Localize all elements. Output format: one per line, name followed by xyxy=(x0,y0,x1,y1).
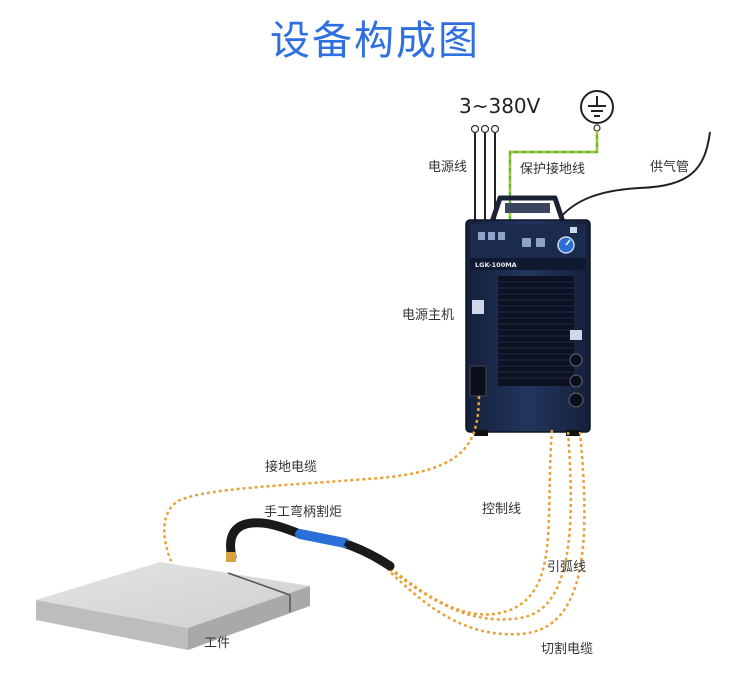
page-title: 设备构成图 xyxy=(270,18,480,64)
power-unit: LGK-100MA xyxy=(465,219,591,436)
label-power-unit: 电源主机 xyxy=(402,308,455,323)
label-cutting-cable: 切割电缆 xyxy=(541,642,594,657)
control-line xyxy=(387,429,554,616)
cutting-cable-line xyxy=(387,431,586,636)
label-ground-cable: 接地电缆 xyxy=(265,460,318,475)
label-torch: 手工弯柄割炬 xyxy=(264,505,343,520)
label-gas-supply: 供气管 xyxy=(650,160,690,175)
ground-cable xyxy=(163,395,481,571)
machine-handle xyxy=(489,195,566,223)
workpiece xyxy=(36,562,310,650)
label-pilot-arc: 引弧线 xyxy=(547,560,587,575)
label-control-line: 控制线 xyxy=(482,502,522,517)
voltage-label: 3~380V xyxy=(459,94,541,118)
gas-supply-hose xyxy=(559,131,711,219)
machine-model: LGK-100MA xyxy=(475,261,517,269)
ground-symbol-icon xyxy=(580,90,614,132)
label-protective-ground: 保护接地线 xyxy=(520,162,586,177)
power-cable xyxy=(470,124,500,222)
pilot-arc-line xyxy=(387,431,573,621)
torch-cables xyxy=(387,429,586,636)
manual-torch xyxy=(226,518,395,571)
label-workpiece: 工件 xyxy=(204,636,231,651)
label-power-cable: 电源线 xyxy=(428,160,468,175)
